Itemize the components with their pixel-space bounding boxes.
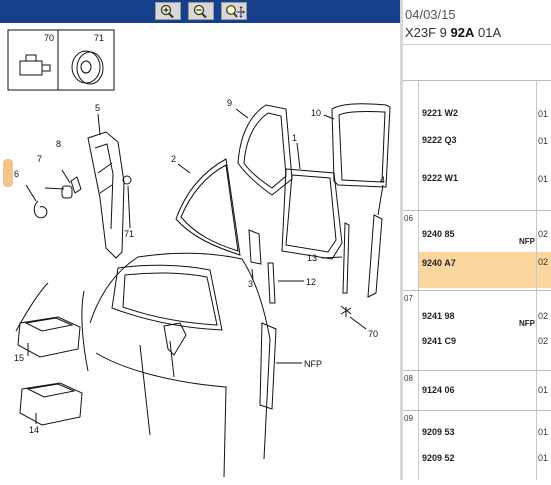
diagram-canvas: 70 71 5 8 7 6 71 9 10 2 1 4 3 13 12 70 N…	[3, 29, 391, 478]
callout-label[interactable]: NFP	[304, 359, 322, 369]
vehicle-code-bold: 92A	[450, 25, 475, 40]
callout-label[interactable]: 10	[311, 108, 321, 118]
callout-label[interactable]: 3	[248, 279, 253, 289]
group-number: 06	[404, 214, 413, 223]
part-row[interactable]: 9209 52	[419, 445, 536, 472]
zoom-in-button[interactable]	[155, 2, 181, 20]
part-row[interactable]: 9241 98 NFP	[419, 303, 536, 330]
part-row-selected[interactable]: 9240 A7	[419, 252, 536, 288]
callout-label[interactable]: 71	[124, 229, 134, 239]
callout-label[interactable]: 13	[307, 253, 317, 263]
catalog-date: 04/03/15	[405, 7, 456, 22]
part-ref: 9209 53	[422, 427, 455, 437]
callout-label: 70	[44, 33, 54, 43]
callout-label[interactable]: 4	[380, 175, 385, 185]
header-divider	[403, 44, 551, 45]
zoom-out-icon	[193, 4, 207, 19]
part-qty: 01	[538, 427, 549, 437]
part-ref: 9124 06	[422, 385, 455, 395]
callout-label[interactable]: 70	[368, 329, 378, 339]
callout-label[interactable]: 12	[306, 277, 316, 287]
part-qty: 02	[537, 252, 551, 288]
diagram-toolbar	[0, 0, 400, 23]
callout-label[interactable]: 15	[14, 353, 24, 363]
part-ref: 9241 98	[422, 311, 455, 321]
part-qty: 01	[538, 136, 549, 146]
part-qty: 02	[538, 336, 549, 346]
callout-label[interactable]: 7	[37, 154, 42, 164]
parts-group: 06 9240 85 NFP 02 9240 A7 02	[403, 210, 551, 290]
part-row[interactable]: 9240 85 NFP	[419, 221, 536, 248]
zoom-pan-icon	[226, 5, 245, 18]
vehicle-code-suffix: 01A	[474, 25, 502, 40]
callout-label[interactable]: 6	[14, 169, 19, 179]
parts-group: 9221 W2 01 9222 Q3 01 9222 W1 01	[403, 80, 551, 210]
callout-label[interactable]: 1	[292, 133, 297, 143]
nfp-flag: NFP	[519, 237, 535, 246]
part-qty: 01	[538, 174, 549, 184]
zoom-out-button[interactable]	[188, 2, 214, 20]
vehicle-code: X23F 9 92A 01A	[405, 25, 501, 40]
parts-exploded-diagram[interactable]: 70 71 5 8 7 6 71 9 10 2 1 4 3 13 12 70 N…	[0, 23, 400, 480]
callout-label[interactable]: 8	[56, 139, 61, 149]
part-ref: 9222 Q3	[422, 135, 457, 145]
group-number: 08	[404, 374, 413, 383]
group-number: 07	[404, 294, 413, 303]
panel-divider[interactable]	[400, 0, 403, 480]
callout-label[interactable]: 2	[171, 154, 176, 164]
part-qty: 01	[538, 453, 549, 463]
part-row[interactable]: 9222 Q3	[419, 127, 536, 154]
part-ref: 9222 W1	[422, 173, 459, 183]
part-ref: 9240 85	[422, 229, 455, 239]
parts-group: 07 9241 98 NFP 02 9241 C9 02	[403, 290, 551, 370]
group-number: 09	[404, 414, 413, 423]
callout-label[interactable]: 14	[29, 425, 39, 435]
part-qty: 01	[538, 109, 549, 119]
part-row[interactable]: 9222 W1	[419, 165, 536, 192]
part-qty: 01	[538, 385, 549, 395]
part-qty: 02	[538, 229, 549, 239]
part-row[interactable]: 9124 06	[419, 377, 536, 404]
inset-box	[7, 29, 115, 91]
parts-group: 09 9209 53 01 9209 52 01	[403, 410, 551, 480]
callout-label[interactable]: 9	[227, 98, 232, 108]
part-row[interactable]: 9221 W2	[419, 100, 536, 127]
parts-list-panel: 04/03/15 X23F 9 92A 01A 9221 W2 01 9222 …	[403, 0, 551, 480]
part-ref: 9221 W2	[422, 108, 459, 118]
part-row[interactable]: 9241 C9	[419, 328, 536, 355]
callout-label[interactable]: 5	[95, 103, 100, 113]
callout-label: 71	[94, 33, 104, 43]
parts-group: 08 9124 06 01	[403, 370, 551, 410]
part-ref: 9241 C9	[422, 336, 457, 346]
part-ref: 9240 A7	[422, 258, 456, 268]
selection-marker	[3, 159, 13, 187]
zoom-fit-button[interactable]	[221, 2, 247, 20]
nfp-flag: NFP	[519, 319, 535, 328]
vehicle-code-prefix: X23F 9	[405, 25, 451, 40]
part-row[interactable]: 9209 53	[419, 419, 536, 446]
part-ref: 9209 52	[422, 453, 455, 463]
zoom-in-icon	[160, 4, 174, 19]
part-qty: 02	[538, 311, 549, 321]
